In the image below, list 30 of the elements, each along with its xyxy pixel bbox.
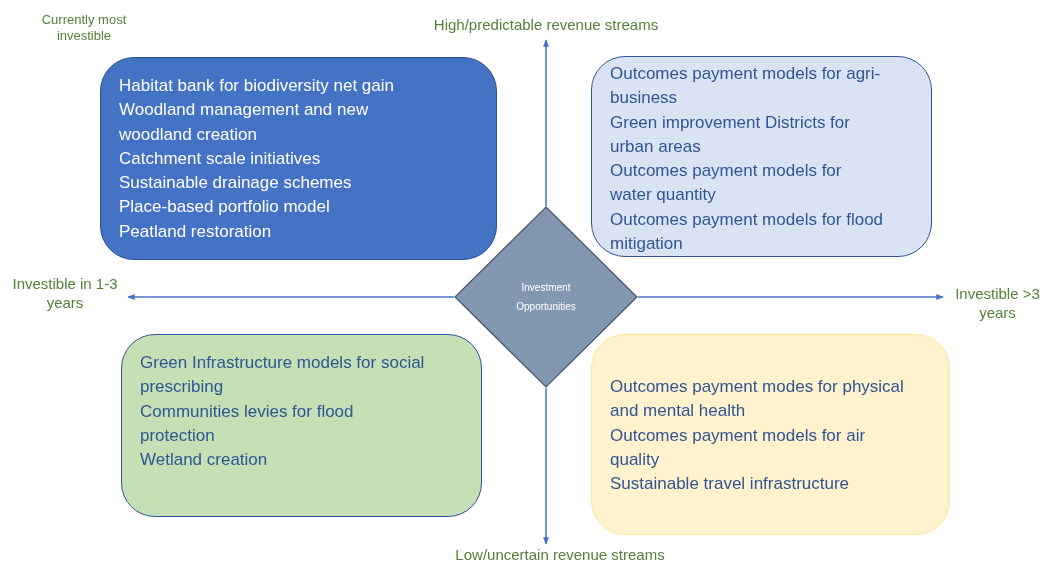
opportunity-text: Outcomes payment modes for physical and mental health: [610, 376, 905, 423]
opportunity-text: Communities levies for flood protection: [140, 400, 355, 447]
opportunity-text: Green Infrastructure models for social prescribing: [140, 352, 426, 399]
corner-note: Currently most investible: [40, 12, 128, 45]
opportunity-text: Woodland management and new woodland creation: [119, 99, 370, 146]
node-label: Investment Opportunities: [515, 281, 577, 314]
opportunity-text: Sustainable drainage schemes: [119, 172, 353, 195]
category-card: [100, 57, 497, 260]
opportunity-text: Sustainable travel infrastructure: [610, 473, 851, 496]
axis-arrow: [637, 294, 944, 300]
opportunity-text: Outcomes payment models for water quantity: [610, 160, 843, 207]
opportunity-text: Peatland restoration: [119, 220, 273, 243]
axis-label: Investible in 1-3 years: [4, 275, 126, 313]
opportunity-text: Wetland creation: [140, 449, 269, 472]
category-card: [121, 334, 482, 517]
opportunity-text: Green improvement Districts for urban areas: [610, 111, 851, 158]
axis-label: High/predictable revenue streams: [421, 16, 671, 35]
opportunity-text: Habitat bank for biodiversity net gain: [119, 75, 395, 97]
opportunity-text: Outcomes payment models for agri-business: [610, 63, 882, 110]
opportunity-text: Catchment scale initiatives: [119, 147, 322, 170]
axis-label: Low/uncertain revenue streams: [435, 546, 685, 563]
category-card: [591, 334, 950, 535]
axis-arrow: [543, 387, 549, 545]
category-card: [591, 56, 932, 257]
opportunity-text: Outcomes payment models for flood mitigation: [610, 208, 885, 256]
opportunity-text: Outcomes payment models for air quality: [610, 424, 867, 471]
opportunity-text: Place-based portfolio model: [119, 196, 331, 219]
axis-arrow: [127, 294, 455, 300]
axis-arrow: [543, 39, 549, 207]
axis-label: Investible >3 years: [945, 285, 1050, 323]
